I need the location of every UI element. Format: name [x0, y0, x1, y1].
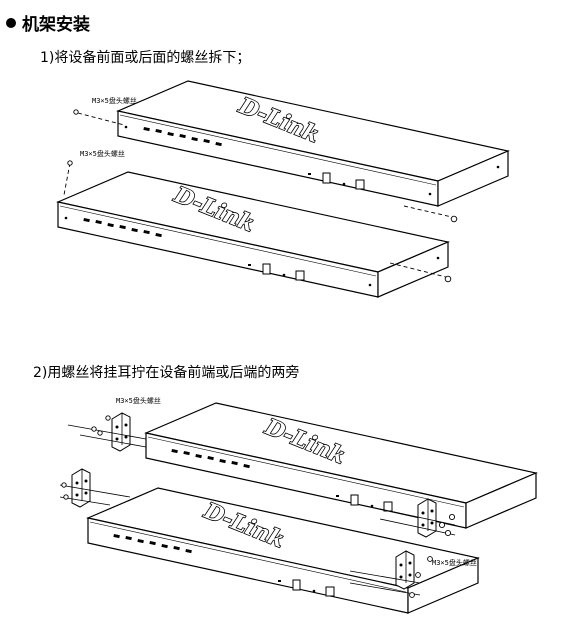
screw-icon	[67, 109, 458, 283]
step-1-text: 1)将设备前面或后面的螺丝拆下；	[40, 50, 251, 66]
screw-label: M3×5盘头螺丝	[116, 396, 161, 405]
filled-circle-bullet-icon	[6, 17, 16, 28]
screw-icon	[61, 415, 456, 598]
section-heading: 机架安装	[6, 10, 90, 35]
figure-attach-brackets: D-Link D-Link M3×5盘头螺丝 M3×5盘头螺丝	[59, 396, 537, 614]
screw-label: M3×5盘头螺丝	[432, 558, 477, 567]
step-2-text: 2)用螺丝将挂耳拧在设备前端或后端的两旁	[33, 365, 300, 381]
screw-label: M3×5盘头螺丝	[80, 149, 125, 158]
screw-label: M3×5盘头螺丝	[92, 96, 137, 105]
section-title: 机架安装	[22, 15, 90, 35]
figure-remove-screws: D-Link D-Link M3×5盘头螺丝 M3×5盘头螺丝	[57, 80, 509, 298]
